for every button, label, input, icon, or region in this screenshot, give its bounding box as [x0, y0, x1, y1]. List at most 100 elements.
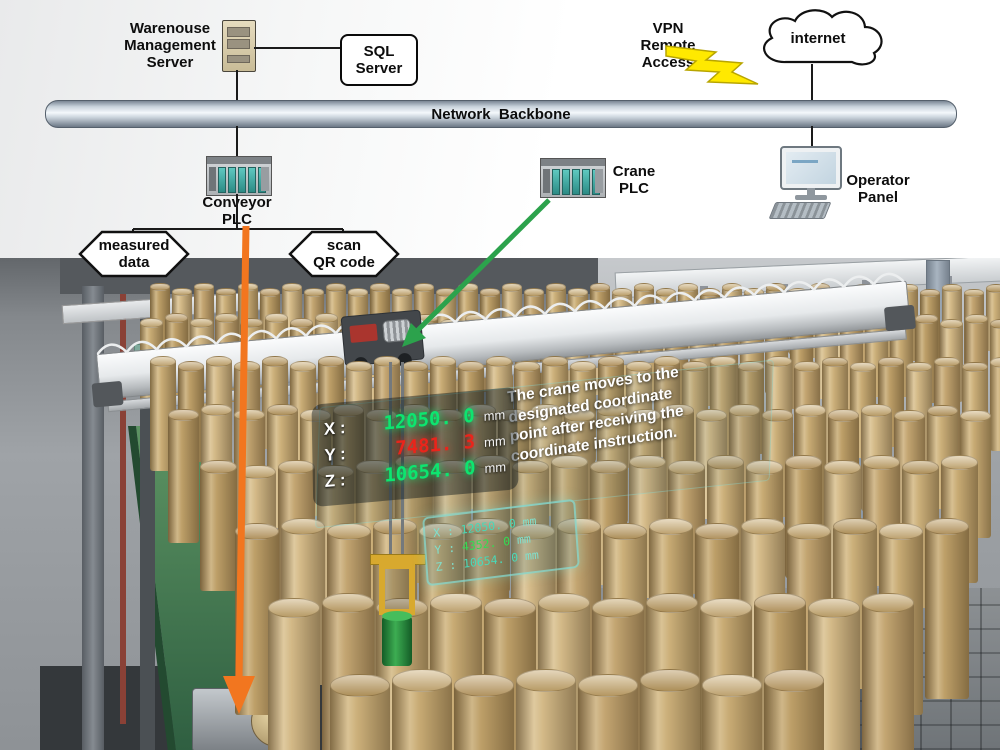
vpn-label: VPN Remote Access — [624, 20, 712, 71]
server-vent — [227, 55, 250, 63]
wms-label-line: Management — [124, 37, 216, 54]
paper-roll-top — [165, 313, 188, 324]
crane-plc-icon — [540, 158, 606, 198]
paper-roll-top — [862, 593, 914, 614]
paper-roll-top — [940, 319, 963, 329]
paper-roll-top — [915, 314, 938, 324]
paper-roll-top — [454, 674, 514, 697]
paper-roll-top — [570, 361, 596, 373]
grabbed-roll — [382, 611, 412, 666]
paper-roll-top — [512, 459, 549, 475]
paper-roll-top — [598, 356, 624, 368]
paper-roll-top — [578, 674, 638, 697]
paper-roll-top — [373, 518, 417, 536]
paper-roll-top — [590, 283, 610, 292]
paper-roll — [268, 598, 320, 750]
paper-roll-top — [234, 360, 260, 372]
operator-panel-icon — [768, 146, 850, 220]
paper-roll-top — [430, 356, 456, 367]
paper-roll — [702, 674, 762, 750]
axis-unit: mm — [484, 459, 507, 477]
paper-roll-field-front — [0, 258, 1000, 750]
paper-roll-top — [927, 404, 958, 418]
paper-roll-top — [346, 360, 372, 372]
paper-roll-top — [260, 287, 280, 297]
paper-roll-top — [906, 361, 932, 373]
vpn-label-line: VPN — [652, 20, 684, 37]
paper-roll-top — [878, 356, 904, 368]
paper-roll-top — [678, 283, 698, 293]
paper-roll-top — [902, 460, 939, 475]
paper-roll-top — [465, 404, 496, 417]
monitor-screen — [786, 152, 836, 184]
paper-roll-top — [150, 355, 176, 367]
keyboard-icon — [768, 202, 832, 219]
plc-io-module — [582, 169, 590, 195]
paper-roll-top — [465, 518, 509, 536]
paper-roll-top — [754, 593, 806, 614]
paper-roll — [925, 518, 969, 699]
paper-roll-top — [634, 283, 654, 293]
axis-unit: mm — [483, 406, 506, 424]
paper-roll-top — [700, 598, 752, 619]
operator-panel-label: Operator Panel — [838, 172, 918, 206]
monitor-icon — [780, 146, 842, 190]
paper-roll-top — [808, 598, 860, 619]
paper-roll-top — [267, 403, 298, 417]
paper-roll-top — [333, 404, 364, 417]
red-rail — [120, 294, 126, 724]
paper-roll-top — [822, 356, 848, 368]
paper-roll — [986, 283, 1000, 351]
vpn-label-line: Remote — [640, 37, 696, 54]
paper-roll-top — [564, 409, 595, 422]
paper-roll-top — [216, 287, 236, 297]
paper-roll-top — [327, 523, 371, 540]
paper-roll-top — [568, 288, 588, 297]
paper-roll-top — [140, 318, 163, 329]
paper-roll — [990, 356, 1000, 451]
paper-roll-top — [282, 282, 302, 292]
crane-plc-label-line: Crane — [612, 163, 656, 180]
paper-roll-top — [942, 283, 962, 293]
paper-roll-top — [551, 454, 588, 470]
paper-roll-top — [348, 287, 368, 297]
paper-roll-top — [498, 409, 529, 422]
paper-roll-top — [172, 287, 192, 297]
paper-roll-top — [235, 523, 279, 540]
plc-io-module — [572, 169, 580, 195]
paper-roll-top — [828, 409, 859, 422]
paper-roll-top — [234, 408, 265, 422]
paper-roll-top — [511, 523, 555, 541]
axis-label: Y : — [433, 539, 463, 558]
paper-roll-top — [484, 598, 536, 618]
axis-label: Z : — [435, 556, 464, 575]
paper-roll-top — [434, 459, 471, 475]
paper-roll-top — [702, 674, 762, 697]
axis-label: Z : — [324, 470, 346, 492]
paper-roll — [330, 674, 390, 750]
paper-roll-top — [741, 518, 785, 536]
paper-roll-top — [430, 593, 482, 613]
grabber-frame — [379, 563, 415, 615]
server-icon — [222, 20, 256, 72]
paper-roll-top — [861, 404, 892, 418]
grabbed-roll-top — [382, 611, 412, 621]
sql-server-node: SQL Server — [340, 34, 418, 86]
monitor-screen-content — [792, 160, 818, 163]
paper-roll-top — [654, 356, 680, 368]
paper-roll-top — [729, 404, 760, 417]
paper-roll-top — [458, 361, 484, 372]
plc-cpu-module — [543, 169, 550, 193]
paper-roll-top — [986, 283, 1000, 293]
paper-roll-top — [850, 361, 876, 373]
paper-roll — [200, 459, 237, 592]
paper-roll-top — [542, 356, 568, 368]
plc-top-rail — [541, 159, 605, 166]
paper-roll-top — [590, 459, 627, 475]
paper-roll — [578, 674, 638, 750]
operator-panel-label-line: Operator — [846, 172, 910, 189]
paper-roll-top — [318, 355, 344, 367]
axis-label: X : — [323, 417, 346, 439]
conveyor-plc-icon — [206, 156, 272, 196]
paper-roll-top — [206, 355, 232, 367]
